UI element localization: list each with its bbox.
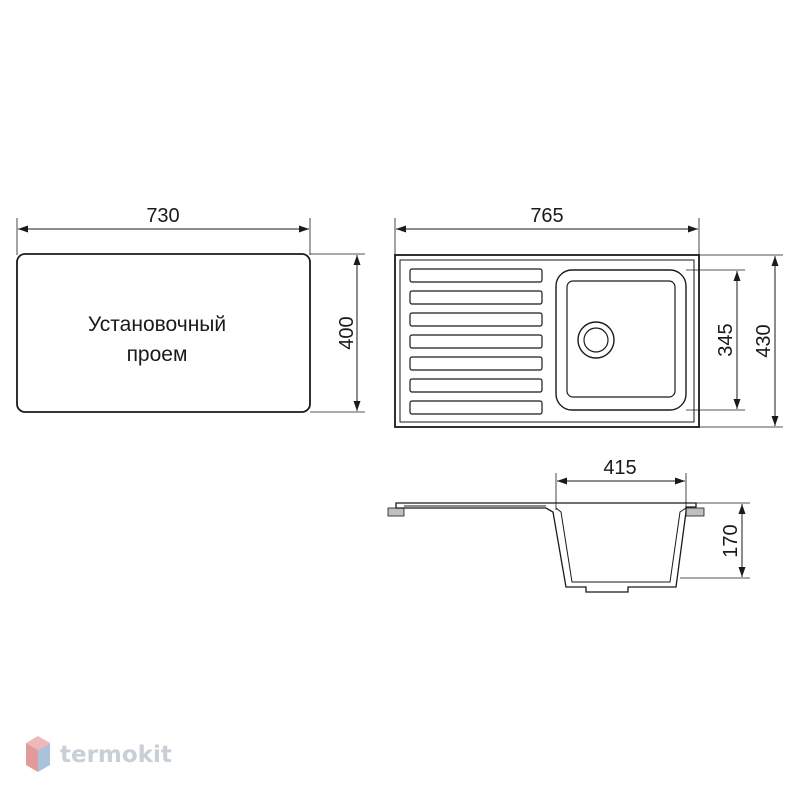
drain-inner xyxy=(583,327,609,353)
termokit-logo-icon xyxy=(26,736,50,772)
brand-watermark: termokit xyxy=(26,736,172,772)
sink-side-view: 415 170 xyxy=(387,457,750,593)
drainboard-rib xyxy=(409,378,543,393)
countertop-left xyxy=(387,507,405,517)
cutout-height-label: 400 xyxy=(336,316,358,349)
bowl-width-label: 415 xyxy=(603,457,636,479)
drainboard-rib xyxy=(409,290,543,305)
bowl-height-label: 345 xyxy=(715,323,737,356)
brand-name: termokit xyxy=(60,742,172,768)
cutout-label-line1: Установочный xyxy=(88,313,226,336)
sink-outline xyxy=(394,254,700,428)
drainboard-rib xyxy=(409,356,543,371)
sink-rim xyxy=(399,259,695,423)
cutout-label-line2: проем xyxy=(127,343,188,366)
drainboard-rib xyxy=(409,334,543,349)
sink-height-label: 430 xyxy=(753,324,775,357)
drain-outer xyxy=(577,321,615,359)
drainboard-rib xyxy=(409,312,543,327)
sink-profile-inner xyxy=(404,505,687,583)
sink-width-label: 765 xyxy=(530,205,563,227)
drainboard-rib xyxy=(409,400,543,415)
cutout-outline xyxy=(16,253,311,413)
cutout-view: 730 400 Установочный проем xyxy=(16,205,365,413)
sink-top-view: 765 345 430 xyxy=(394,205,783,428)
countertop-right xyxy=(685,507,705,517)
depth-label: 170 xyxy=(720,524,742,557)
bowl-inner xyxy=(566,280,676,398)
sink-profile xyxy=(395,502,697,593)
drainboard-ribs xyxy=(409,268,543,415)
cutout-width-label: 730 xyxy=(146,205,179,227)
bowl-outer xyxy=(555,269,687,411)
drainboard-rib xyxy=(409,268,543,283)
